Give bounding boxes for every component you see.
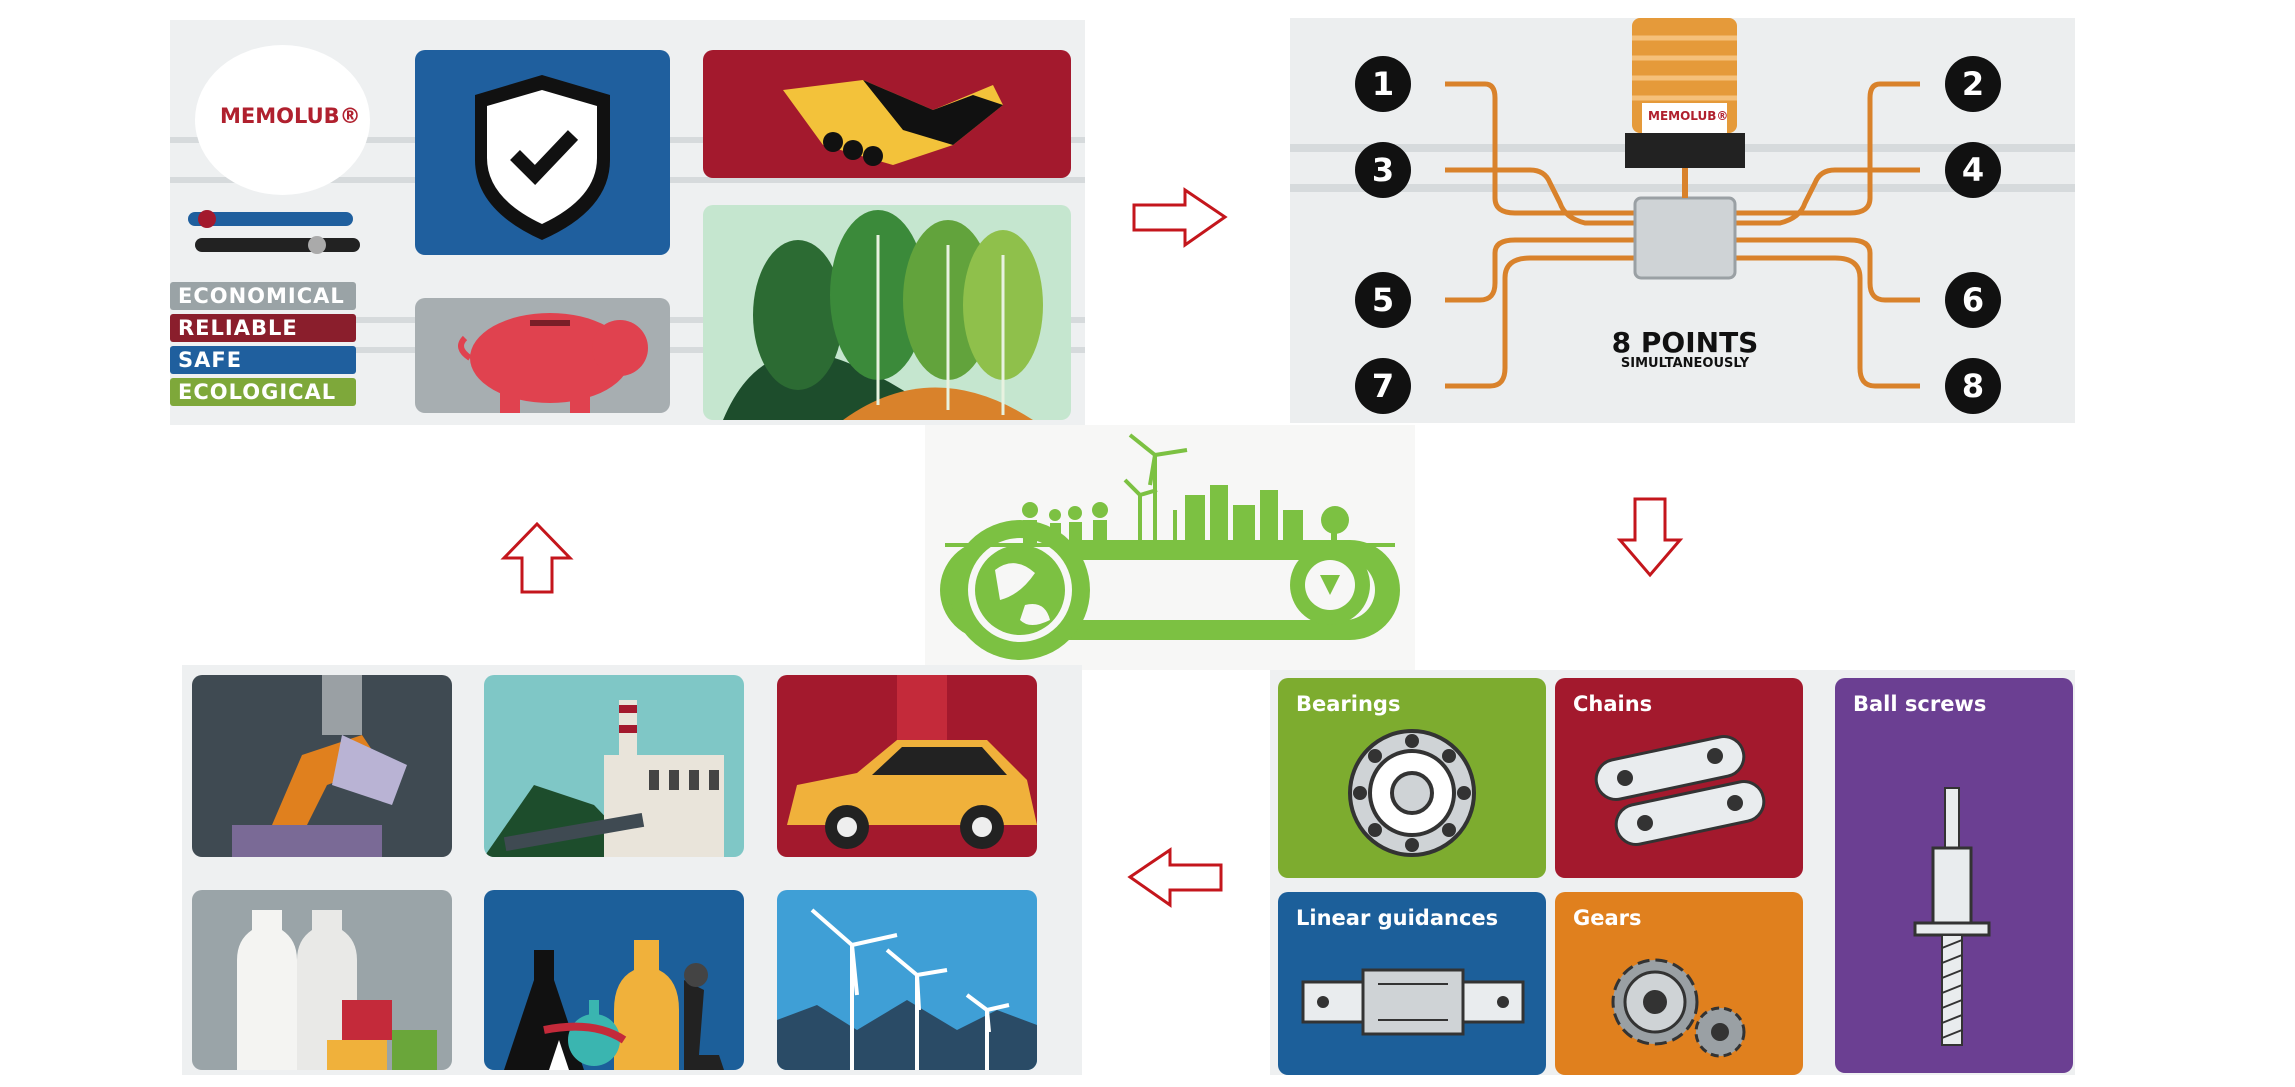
arrow-left-icon: [1127, 847, 1223, 908]
savings-tile: [415, 298, 670, 413]
industry-food-bottles: [192, 890, 452, 1070]
benefit-economical: ECONOMICAL: [170, 282, 356, 310]
arrow-up-icon: [500, 521, 574, 594]
partnership-tile: [703, 50, 1071, 178]
industry-robot-arm: [192, 675, 452, 857]
bearing-icon: [1348, 729, 1476, 857]
chains-label: Chains: [1573, 692, 1653, 716]
gears-tile: Gears: [1555, 892, 1803, 1075]
car-icon: [787, 675, 1037, 849]
slider-dot-red: [198, 210, 216, 228]
benefit-reliable: RELIABLE: [170, 314, 356, 342]
points-headline: 8 POINTS: [1611, 326, 1759, 359]
leaves-icon: [723, 210, 1043, 420]
benefits-panel: MEMOLUB® ECONOMICAL RELIABLE SAFE ECOLOG…: [170, 20, 1085, 425]
point-2: 2: [1945, 56, 2001, 112]
slider-bar-blue: [188, 212, 353, 226]
safety-tile: [415, 50, 670, 255]
ecology-tile: [703, 205, 1071, 420]
piggy-bank-icon: [458, 313, 648, 413]
ball-screws-label: Ball screws: [1853, 692, 1987, 716]
handshake-icon: [783, 80, 1003, 166]
lab-flask-icon: [504, 940, 724, 1070]
power-plant-icon: [484, 700, 724, 857]
bearings-tile: Bearings: [1278, 678, 1546, 878]
multipoint-panel: MEMOLUB® 1 2 3 4 5 6 7 8 8 POINTS SIMULT…: [1290, 18, 2075, 423]
linear-guidances-label: Linear guidances: [1296, 906, 1499, 930]
bearings-label: Bearings: [1296, 692, 1401, 716]
point-1: 1: [1355, 56, 1411, 112]
linear-guidances-tile: Linear guidances: [1278, 892, 1546, 1075]
applications-panel: Bearings Chains Ball screws Linear guida…: [1270, 670, 2075, 1075]
ball-screw-icon: [1913, 787, 1991, 1046]
industry-power-plant: [484, 675, 744, 857]
slider-knob: [308, 236, 326, 254]
robot-arm-icon: [232, 675, 407, 857]
benefit-safe: SAFE: [170, 346, 356, 374]
memolub-logo-circle: [195, 45, 370, 195]
gears-label: Gears: [1573, 906, 1642, 930]
arrow-down-icon: [1616, 497, 1684, 578]
arrow-right-icon: [1132, 187, 1228, 248]
industry-chemistry-lab: [484, 890, 744, 1070]
device-logo: MEMOLUB®: [1648, 109, 1729, 123]
chain-icon: [1594, 735, 1766, 846]
linear-guide-icon: [1301, 968, 1525, 1036]
point-4: 4: [1945, 142, 2001, 198]
memolub-logo: MEMOLUB®: [220, 104, 361, 128]
point-3: 3: [1355, 142, 1411, 198]
wind-turbine-icon: [777, 908, 1037, 1070]
gears-icon: [1611, 958, 1746, 1058]
points-subline: SIMULTANEOUSLY: [1620, 356, 1750, 371]
point-5: 5: [1355, 272, 1411, 328]
slider-bar-dark: [195, 238, 360, 252]
eco-emblem: [925, 425, 1415, 670]
industry-automotive: [777, 675, 1037, 857]
industry-wind-energy: [777, 890, 1037, 1070]
benefit-ecological: ECOLOGICAL: [170, 378, 356, 406]
ball-screws-tile: Ball screws: [1835, 678, 2073, 1073]
industries-panel: [182, 665, 1082, 1075]
bottles-icon: [237, 910, 437, 1070]
point-8: 8: [1945, 358, 2001, 414]
lubrication-lines: [1290, 18, 2075, 389]
chains-tile: Chains: [1555, 678, 1803, 878]
eco-gear-icon: [940, 433, 1400, 660]
point-6: 6: [1945, 272, 2001, 328]
point-7: 7: [1355, 358, 1411, 414]
shield-check-icon: [475, 75, 610, 240]
